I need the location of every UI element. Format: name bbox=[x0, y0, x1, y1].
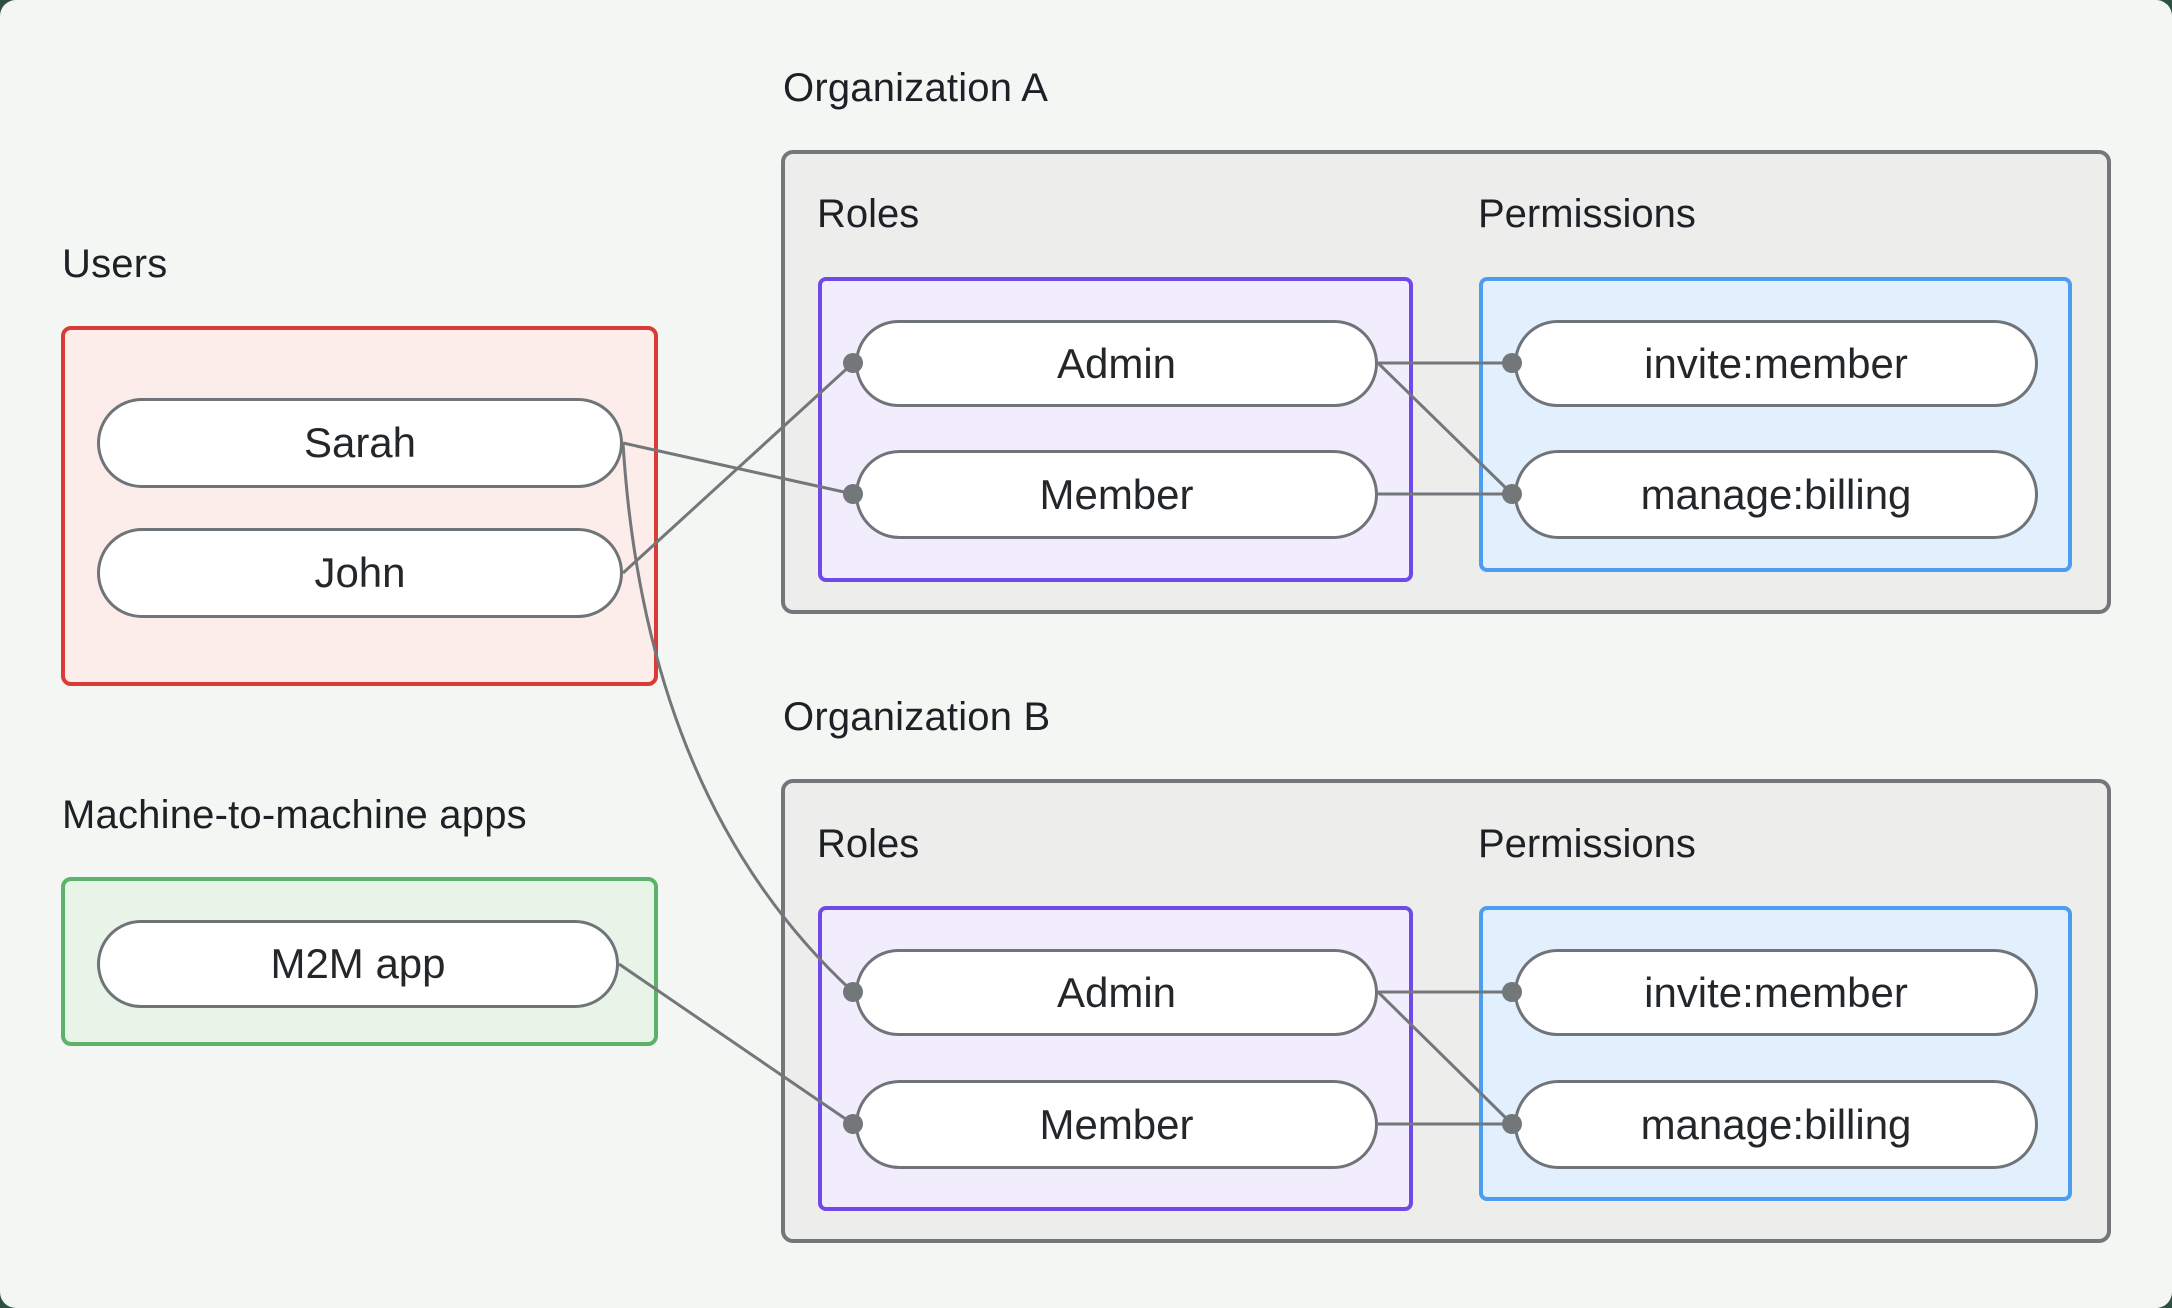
m2m-app-node: M2M app bbox=[97, 920, 619, 1008]
org-b-permissions-label: Permissions bbox=[1478, 822, 1696, 866]
users-section-label: Users bbox=[62, 242, 168, 286]
org-a-role-member: Member bbox=[855, 450, 1378, 539]
org-b-role-member: Member bbox=[855, 1080, 1378, 1169]
org-b-label: Organization B bbox=[783, 695, 1051, 739]
org-b-roles-label: Roles bbox=[817, 822, 920, 866]
users-group-box bbox=[61, 326, 658, 686]
org-a-label: Organization A bbox=[783, 66, 1049, 110]
org-a-permissions-label: Permissions bbox=[1478, 192, 1696, 236]
user-node-sarah: Sarah bbox=[97, 398, 623, 488]
org-a-permission-manage-billing: manage:billing bbox=[1514, 450, 2038, 539]
org-b-permission-manage-billing: manage:billing bbox=[1514, 1080, 2038, 1169]
org-a-roles-label: Roles bbox=[817, 192, 920, 236]
m2m-section-label: Machine-to-machine apps bbox=[62, 793, 527, 837]
org-b-role-admin: Admin bbox=[855, 949, 1378, 1036]
org-b-permission-invite-member: invite:member bbox=[1514, 949, 2038, 1036]
org-a-permission-invite-member: invite:member bbox=[1514, 320, 2038, 407]
org-a-role-admin: Admin bbox=[855, 320, 1378, 407]
user-node-john: John bbox=[97, 528, 623, 618]
